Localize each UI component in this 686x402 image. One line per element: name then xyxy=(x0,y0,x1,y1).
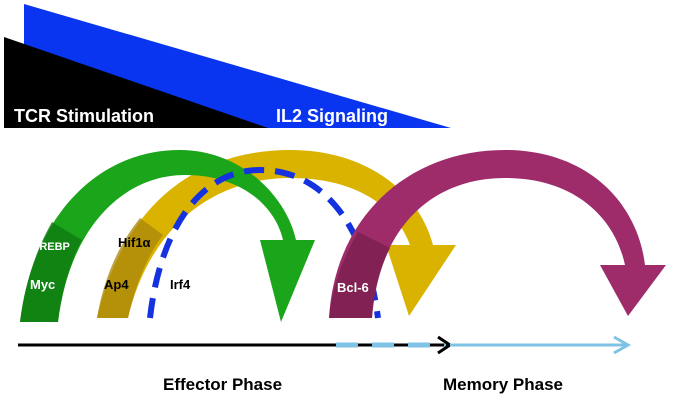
tcr-stimulation-label: TCR Stimulation xyxy=(14,106,154,126)
green-arc-shade xyxy=(20,222,82,322)
tcr-stimulation-wedge xyxy=(4,37,268,128)
memory-phase-label: Memory Phase xyxy=(443,375,563,394)
factor-myc: Myc xyxy=(30,277,55,292)
irf4-dashed-arc xyxy=(147,166,381,319)
factor-ap4: Ap4 xyxy=(104,277,129,292)
timeline-memory-arrowhead xyxy=(613,335,632,355)
factor-hif1a: Hif1α xyxy=(118,235,151,250)
gold-arc-shade xyxy=(97,218,163,318)
gold-arc-ap4 xyxy=(97,150,456,318)
green-arc-myc xyxy=(20,150,315,322)
factor-irf4: Irf4 xyxy=(170,277,191,292)
factor-bcl6: Bcl-6 xyxy=(337,280,369,295)
factor-srebp: SREBP xyxy=(32,241,70,253)
maroon-arc-shade xyxy=(329,232,390,318)
maroon-arc-bcl6 xyxy=(329,150,666,318)
il2-signaling-label: IL2 Signaling xyxy=(276,106,388,126)
effector-phase-label: Effector Phase xyxy=(163,375,282,394)
